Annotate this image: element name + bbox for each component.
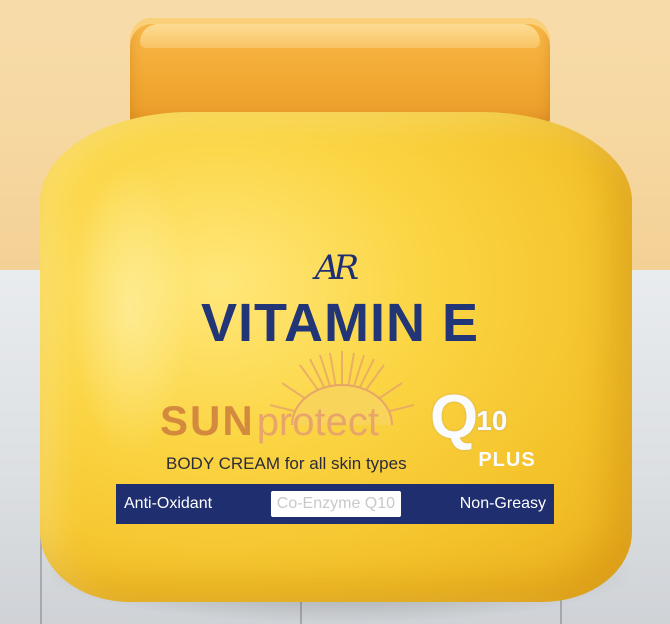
product-name: VITAMIN E (201, 293, 479, 353)
product-subtitle: BODY CREAM for all skin types (166, 454, 407, 473)
feature-co-enzyme: Co-Enzyme Q10 (270, 491, 402, 517)
q-letter: Q (430, 383, 479, 452)
sun-word: SUN (160, 397, 255, 444)
q10-mark: Q10 (430, 387, 508, 449)
brand-logo: AR (314, 248, 359, 288)
plus-text: PLUS (478, 449, 536, 471)
sun-rays-icon (269, 351, 415, 425)
protect-word: protect (256, 400, 379, 444)
sun-protect-text: SUNprotect (160, 394, 379, 448)
jar-highlight (70, 160, 190, 460)
jar-lid (130, 18, 550, 128)
features-band: Anti-Oxidant Co-Enzyme Q10 Non-Greasy (116, 484, 554, 524)
q-number: 10 (476, 405, 508, 436)
feature-non-greasy: Non-Greasy (459, 495, 546, 512)
feature-anti-oxidant: Anti-Oxidant (124, 495, 213, 512)
jar-lid-top (140, 24, 540, 48)
